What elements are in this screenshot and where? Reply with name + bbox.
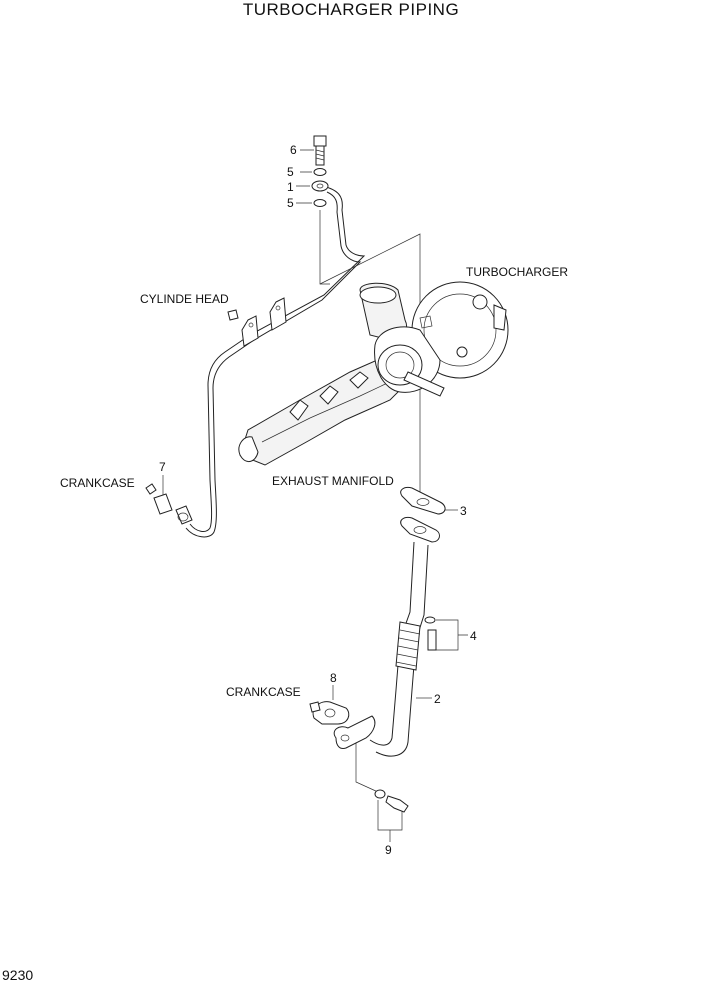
pipe-bracket	[241, 297, 287, 347]
callout-2: 2	[434, 692, 441, 706]
page-title: TURBOCHARGER PIPING	[242, 0, 460, 19]
exhaust-manifold	[238, 349, 411, 466]
turbocharger	[359, 281, 509, 397]
crankcase-label-upper: CRANKCASE	[60, 476, 135, 490]
crankcase-gasket	[309, 701, 350, 725]
banjo-bolt	[313, 135, 327, 166]
exhaust-manifold-label: EXHAUST MANIFOLD	[272, 474, 394, 488]
oil-return-pipe	[333, 517, 440, 757]
bolt	[427, 629, 437, 651]
washer	[313, 168, 327, 176]
callout-5-lower: 5	[287, 196, 294, 210]
banjo-fitting	[311, 180, 329, 192]
page-number: 9230	[2, 967, 34, 983]
callout-7: 7	[159, 460, 166, 474]
cylinder-head-fitting	[227, 309, 239, 321]
callout-3: 3	[460, 504, 467, 518]
crankcase-label-lower: CRANKCASE	[226, 685, 301, 699]
washer	[374, 789, 386, 799]
washer	[424, 616, 436, 624]
gasket	[400, 487, 446, 515]
callout-6: 6	[290, 143, 297, 157]
callout-4: 4	[470, 629, 477, 643]
callout-9: 9	[385, 843, 392, 857]
callout-1: 1	[287, 180, 294, 194]
callout-5-upper: 5	[287, 165, 294, 179]
oil-feed-pipe	[185, 185, 366, 538]
callout-8: 8	[330, 671, 337, 685]
crankcase-fitting	[145, 483, 193, 525]
washer	[313, 199, 327, 207]
bolt	[385, 795, 409, 813]
turbocharger-label: TURBOCHARGER	[466, 265, 569, 279]
cylinder-head-label: CYLINDE HEAD	[140, 292, 229, 306]
